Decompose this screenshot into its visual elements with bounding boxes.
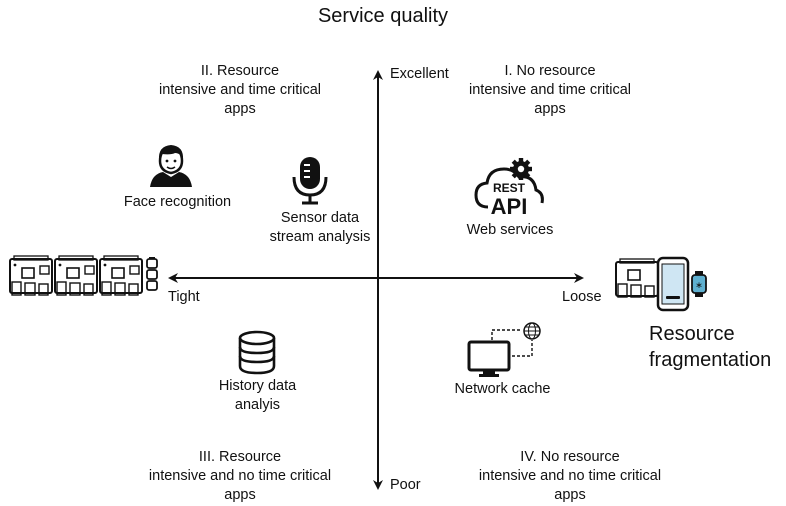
- monitor-globe-icon: [467, 322, 541, 377]
- axis-label-top: Excellent: [390, 66, 449, 82]
- axis-label-left: Tight: [168, 289, 200, 305]
- board-phone-watch-icon: ∗: [615, 256, 707, 312]
- rest-api-cloud-icon: REST API: [474, 158, 544, 219]
- board-cluster-icon: [9, 255, 158, 296]
- api-text: API: [491, 194, 528, 219]
- database-icon: [238, 330, 276, 375]
- web-services-label: Web services: [466, 222, 554, 238]
- network-cache-label: Network cache: [454, 381, 551, 397]
- person-icon: [150, 145, 192, 187]
- axis-label-bottom: Poor: [390, 477, 421, 493]
- rest-text: REST: [493, 181, 526, 195]
- x-axis-title: Resource fragmentation: [649, 323, 772, 371]
- microphone-icon: [292, 157, 328, 205]
- svg-text:∗: ∗: [695, 281, 703, 291]
- diagram-title: Service quality: [317, 5, 449, 27]
- face-recognition-label: Face recognition: [123, 194, 232, 210]
- axis-label-right: Loose: [562, 289, 602, 305]
